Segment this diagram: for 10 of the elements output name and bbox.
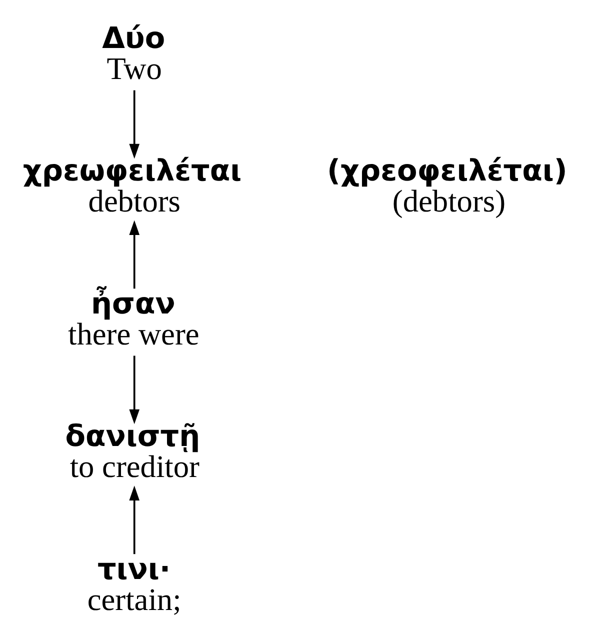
arrow xyxy=(129,220,140,289)
node-text: δανιστῇ to creditor xyxy=(65,419,200,484)
node-text: τινι· certain; xyxy=(87,552,182,617)
node-text: χρεωφειλέται debtors xyxy=(22,154,242,219)
label: (χρεοφειλέται) xyxy=(326,154,568,188)
arrow xyxy=(129,356,140,424)
node-text: ἦσαν there were xyxy=(68,286,200,352)
node-text: Δύο Two xyxy=(102,20,166,86)
arrow xyxy=(129,90,140,159)
arrow xyxy=(129,486,140,554)
